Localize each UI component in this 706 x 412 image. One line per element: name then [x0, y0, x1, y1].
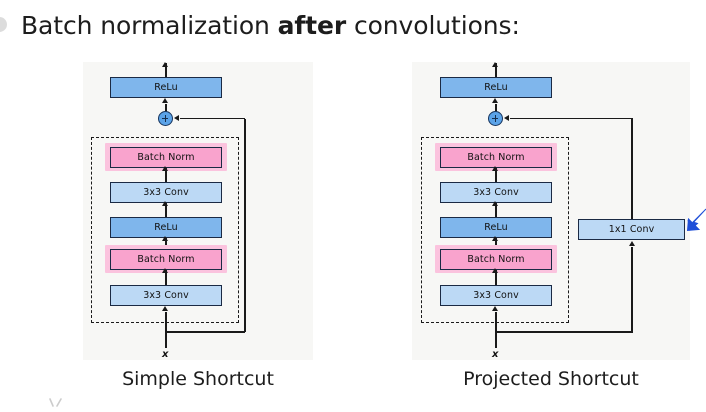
left-block-relu-in[interactable]: ReLu	[110, 217, 222, 238]
block-label: 3x3 Conv	[143, 186, 189, 198]
right-block-conv-1x1[interactable]: 1x1 Conv	[578, 219, 685, 240]
left-skip-bottom-line	[166, 331, 245, 333]
title-prefix: Batch normalization	[21, 11, 278, 40]
block-label: Batch Norm	[137, 253, 195, 265]
right-output-line	[495, 63, 497, 77]
left-bn1-to-relu-line	[165, 238, 167, 250]
left-input-arrowhead	[162, 306, 168, 311]
block-label: Batch Norm	[467, 151, 525, 163]
right-block-conv-1[interactable]: 3x3 Conv	[440, 285, 552, 306]
right-branch-to-node-vertical	[631, 118, 633, 219]
right-conv1-to-bn1-line	[495, 270, 497, 286]
left-block-conv-2[interactable]: 3x3 Conv	[110, 182, 222, 203]
left-block-relu-out[interactable]: ReLu	[110, 77, 222, 98]
right-conv1-to-bn1-arrowhead	[492, 268, 498, 273]
title-emphasis: after	[277, 11, 347, 40]
caption-simple-shortcut: Simple Shortcut	[122, 368, 274, 390]
diagram-panel-projected-shortcut	[412, 62, 690, 360]
right-input-arrowhead	[492, 306, 498, 311]
block-label: Batch Norm	[467, 253, 525, 265]
diagram-panel-simple-shortcut	[83, 62, 313, 360]
right-input-stem	[495, 312, 497, 348]
block-label: ReLu	[484, 221, 508, 233]
block-label: Batch Norm	[137, 151, 195, 163]
right-block-conv-2[interactable]: 3x3 Conv	[440, 182, 552, 203]
left-conv2-to-bn2-line	[165, 168, 167, 183]
right-block-batchnorm-1[interactable]: Batch Norm	[440, 249, 552, 270]
slide-title-row: Batch normalization after convolutions:	[0, 6, 706, 46]
block-label: ReLu	[154, 221, 178, 233]
next-bullet-chevron-icon	[49, 398, 62, 407]
right-branch-up-line	[631, 247, 633, 332]
left-relu-to-conv2-line	[165, 203, 167, 218]
left-output-arrowhead	[162, 62, 168, 67]
right-relu-to-conv2-arrowhead	[492, 201, 498, 206]
right-node-to-relu-line	[495, 104, 497, 117]
block-label: 3x3 Conv	[473, 289, 519, 301]
right-block-relu-in[interactable]: ReLu	[440, 217, 552, 238]
left-bn1-to-relu-arrowhead	[162, 236, 168, 241]
right-relu-to-conv2-line	[495, 203, 497, 218]
left-input-label: x	[162, 349, 169, 360]
left-conv2-to-bn2-arrowhead	[162, 166, 168, 171]
right-bn1-to-relu-arrowhead	[492, 236, 498, 241]
left-add-node[interactable]	[158, 111, 174, 126]
pointer-arrow-icon	[686, 208, 706, 232]
right-branch-arrowhead-into-conv1x1	[628, 241, 635, 246]
bullet-circle-icon	[0, 17, 7, 32]
left-output-line	[165, 63, 167, 77]
left-node-to-relu-arrowhead	[162, 98, 168, 103]
right-output-arrowhead	[492, 62, 498, 67]
title-suffix: convolutions:	[346, 11, 520, 40]
block-label: 3x3 Conv	[143, 289, 189, 301]
right-node-to-relu-arrowhead	[492, 98, 498, 103]
right-block-batchnorm-2[interactable]: Batch Norm	[440, 147, 552, 168]
block-label: 3x3 Conv	[473, 186, 519, 198]
block-label: ReLu	[484, 81, 508, 93]
left-relu-to-conv2-arrowhead	[162, 201, 168, 206]
left-conv1-to-bn1-line	[165, 270, 167, 286]
left-node-to-relu-line	[165, 104, 167, 117]
left-conv1-to-bn1-arrowhead	[162, 268, 168, 273]
right-bn1-to-relu-line	[495, 238, 497, 250]
left-skip-top-line	[180, 117, 245, 120]
right-block-relu-out[interactable]: ReLu	[440, 77, 552, 98]
right-add-node[interactable]	[488, 111, 504, 126]
right-branch-bottom-line	[496, 331, 633, 333]
right-conv2-to-bn2-line	[495, 168, 497, 183]
block-label: ReLu	[154, 81, 178, 93]
right-branch-node-arrowhead	[504, 114, 509, 121]
left-block-batchnorm-1[interactable]: Batch Norm	[110, 249, 222, 270]
page-title: Batch normalization after convolutions:	[21, 6, 520, 46]
block-label: 1x1 Conv	[608, 223, 655, 235]
caption-projected-shortcut: Projected Shortcut	[463, 368, 639, 390]
left-block-conv-1[interactable]: 3x3 Conv	[110, 285, 222, 306]
left-input-stem	[165, 312, 167, 348]
right-conv2-to-bn2-arrowhead	[492, 166, 498, 171]
left-block-batchnorm-2[interactable]: Batch Norm	[110, 147, 222, 168]
left-skip-arrowhead	[174, 114, 179, 121]
right-branch-to-node-horizontal	[510, 117, 633, 120]
right-input-label: x	[492, 349, 499, 360]
left-skip-vertical-line	[244, 119, 246, 332]
